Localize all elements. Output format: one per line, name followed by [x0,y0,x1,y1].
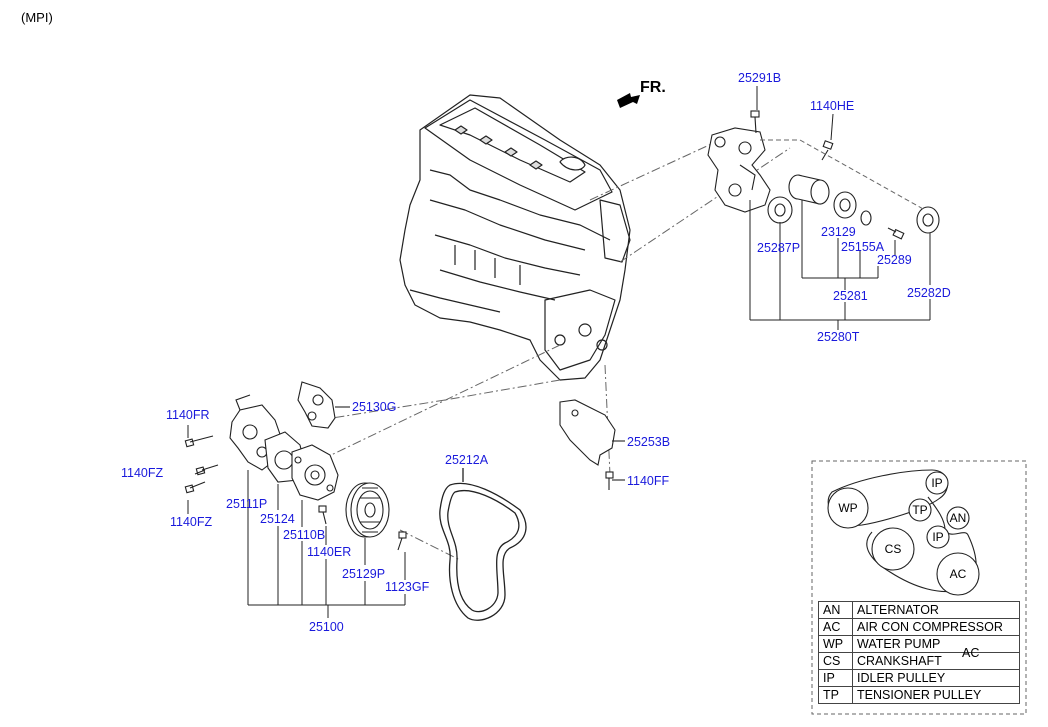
part-link-25212A[interactable]: 25212A [445,453,489,467]
part-link-25155A[interactable]: 25155A [841,240,885,254]
pulley-25282D [916,206,940,234]
part-link-1140FF[interactable]: 1140FF [627,474,670,488]
legend-code: TP [818,686,853,704]
roller-assembly [788,174,830,205]
pulley-25287P [767,196,793,224]
part-link-25281[interactable]: 25281 [833,289,868,303]
legend-code: AC [818,618,853,636]
drive-belt-25212A [439,468,527,621]
part-link-1140ER[interactable]: 1140ER [307,545,352,559]
pulley-label-ip-mid: IP [932,530,943,544]
tensioner-callouts [749,86,931,330]
part-link-25111P[interactable]: 25111P [226,497,268,511]
part-link-25282D[interactable]: 25282D [907,286,951,300]
pulley-label-tp: TP [912,503,927,517]
front-arrow-icon [617,93,640,108]
belt-layout-drawing [827,469,980,596]
legend-code: IP [818,669,853,687]
bolt-1123GF [397,531,407,551]
legend-code: WP [818,635,853,653]
part-link-25124[interactable]: 25124 [260,512,295,526]
pulley-label-ac: AC [950,567,967,581]
pulley-label-an: AN [950,511,967,525]
belt-pulley-labels: WP IP TP AN IP CS AC [838,476,966,581]
part-link-1140HE[interactable]: 1140HE [810,99,855,113]
part-link-25289[interactable]: 25289 [877,253,912,267]
tensioner-assembly [707,110,940,240]
pulley-25129P [345,482,390,538]
belt-layout-frame [811,460,1027,715]
bearing-23129 [833,191,857,219]
engine-block [399,94,631,381]
variant-label: (MPI) [21,10,53,25]
legend-stray-label: AC [962,646,980,660]
legend-description: CRANKSHAFT [852,652,1020,670]
bracket-25253B [559,399,625,466]
part-link-25287P[interactable]: 25287P [757,241,801,255]
legend-description: TENSIONER PULLEY [852,686,1020,704]
legend-description: IDLER PULLEY [852,669,1020,687]
bolt-1140HE [821,140,834,161]
front-marker: FR. [640,79,666,96]
bolt-25291B [750,110,760,134]
part-link-23129[interactable]: 23129 [821,225,856,239]
part-link-25110B[interactable]: 25110B [283,528,326,542]
legend-code: CS [818,652,853,670]
legend-description: WATER PUMP [852,635,1020,653]
part-link-25129P[interactable]: 25129P [342,567,386,581]
part-link-1140FZ-upper[interactable]: 1140FZ [121,466,164,480]
part-link-25253B[interactable]: 25253B [627,435,671,449]
washer-25155A [860,210,872,226]
part-link-25280T[interactable]: 25280T [817,330,860,344]
water-pump-25110B [291,444,339,501]
part-link-25130G[interactable]: 25130G [352,400,397,414]
legend-description: AIR CON COMPRESSOR [852,618,1020,636]
legend-description: ALTERNATOR [852,601,1020,619]
part-link-1140FZ-lower[interactable]: 1140FZ [170,515,213,529]
part-link-1123GF[interactable]: 1123GF [385,580,430,594]
bolts-water-pump [184,435,327,525]
bolt-25289 [887,227,905,240]
gasket-25130G [297,381,350,429]
pulley-label-ip-top: IP [931,476,942,490]
part-link-25291B[interactable]: 25291B [738,71,782,85]
tensioner-dash-lines [760,139,926,211]
bolt-1140FF [605,471,625,490]
part-link-1140FR[interactable]: 1140FR [166,408,210,422]
part-link-25100[interactable]: 25100 [309,620,344,634]
pulley-label-cs: CS [885,542,902,556]
legend-code: AN [818,601,853,619]
pulley-label-wp: WP [838,501,857,515]
water-pump-callouts [187,425,406,618]
